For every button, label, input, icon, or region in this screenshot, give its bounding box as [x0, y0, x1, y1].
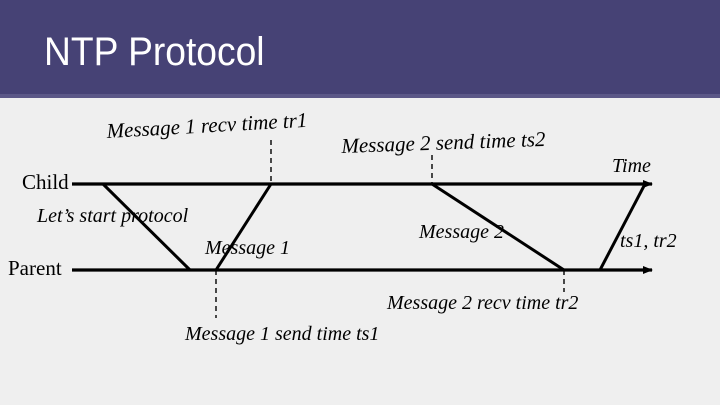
- message-arrow-reply-ts1-tr2: [598, 183, 647, 271]
- child-timeline-label: Child: [22, 170, 69, 194]
- message-label-lets-start-protocol: Let’s start protocol: [37, 205, 189, 227]
- message-arrow-message-2: [431, 182, 565, 272]
- message-arrow-lets-start-protocol: [101, 182, 192, 272]
- title-banner: [0, 0, 720, 94]
- message-2-recv-time-label: Message 2 recv time tr2: [387, 292, 579, 314]
- message-label-reply-ts1-tr2: ts1, tr2: [620, 230, 677, 252]
- message-label-message-2: Message 2: [419, 221, 504, 243]
- message-1-send-time-label: Message 1 send time ts1: [185, 323, 380, 345]
- parent-timeline-label: Parent: [8, 256, 62, 280]
- title-banner-accent-rule: [0, 94, 720, 98]
- page-title: NTP Protocol: [44, 30, 265, 74]
- message-label-message-1: Message 1: [205, 237, 290, 259]
- message-arrow-message-1: [214, 183, 273, 271]
- time-axis-label: Time: [612, 155, 651, 177]
